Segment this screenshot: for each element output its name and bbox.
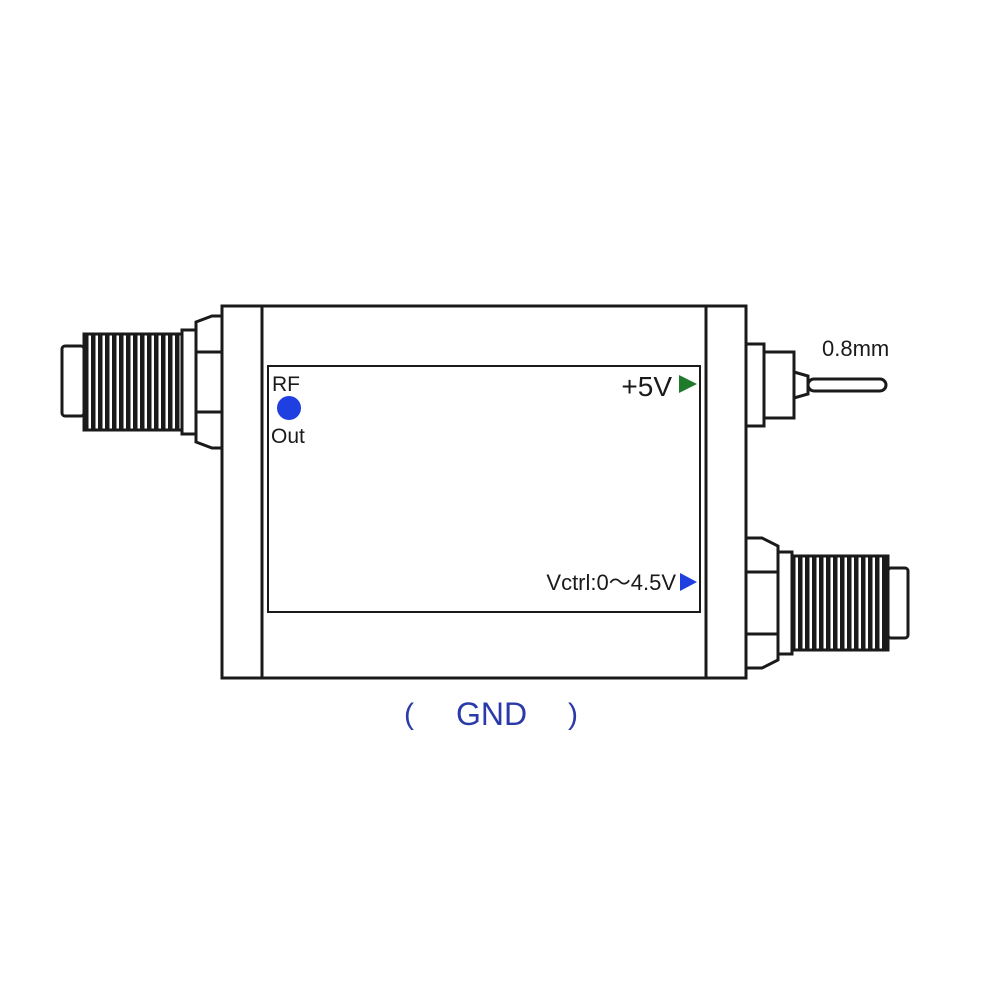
left-sma-connector <box>60 314 224 450</box>
circuit-cavity <box>267 365 701 613</box>
pin-diameter-label: 0.8mm <box>822 336 889 361</box>
right-sma-connector <box>744 536 910 670</box>
feedthrough-insulator <box>792 370 810 400</box>
right-sma-tip <box>886 566 910 640</box>
gnd-label: GND <box>456 696 527 732</box>
module-housing <box>220 304 748 680</box>
supply-arrow-icon <box>679 375 697 393</box>
right-sma-thread <box>790 554 890 652</box>
supply-label: +5V <box>621 371 672 402</box>
left-sma-tip <box>60 344 86 418</box>
rf-port-dot-icon <box>277 396 301 420</box>
vctrl-label: Vctrl:0～4.5V <box>546 570 676 595</box>
left-sma-hex-nut <box>194 314 224 450</box>
rf-label: RF <box>272 373 300 396</box>
out-label: Out <box>271 425 305 448</box>
feedthrough-pin <box>744 342 888 428</box>
vctrl-arrow-icon <box>680 573 697 591</box>
gnd-open-paren: ( <box>404 698 414 731</box>
right-sma-flange <box>776 550 794 656</box>
feedthrough-body <box>762 350 796 420</box>
gnd-close-paren: ) <box>568 698 578 731</box>
feedthrough-wire <box>806 377 888 393</box>
left-sma-thread <box>82 332 184 432</box>
feedthrough-flange <box>744 342 766 428</box>
left-sma-flange <box>180 328 198 436</box>
right-sma-hex-nut <box>744 536 780 670</box>
